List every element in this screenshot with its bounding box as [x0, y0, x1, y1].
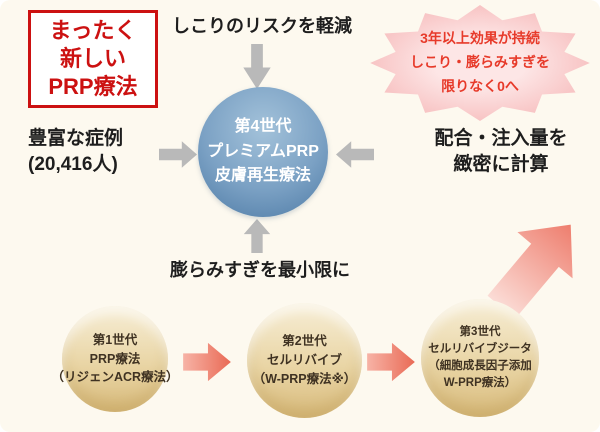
- starburst-line-1: 3年以上効果が持続: [420, 30, 540, 47]
- center-circle-premium-prp: 第4世代 プレミアムPRP 皮膚再生療法: [198, 87, 328, 217]
- center-circle-line-3: 皮膚再生療法: [214, 167, 311, 185]
- gen3-line-2: セルリバイブジータ: [428, 342, 532, 355]
- gen1-line-3: （リジェンACR療法）: [51, 370, 179, 385]
- label-cases-line-1: 豊富な症例: [28, 128, 124, 149]
- starburst-text: 3年以上効果が持続 しこり・膨らみすぎを 限りなく0へ: [368, 2, 592, 124]
- badge-line-2: 新しい: [59, 46, 126, 72]
- gen3-circle: 第3世代 セルリバイブジータ （細胞成長因子添加 W-PRP療法）: [421, 299, 539, 417]
- badge-new-prp-therapy: まったく 新しい PRP療法: [28, 10, 158, 109]
- starburst-line-2: しこり・膨らみすぎを: [410, 54, 550, 71]
- arrow-left-icon: [336, 141, 374, 168]
- label-lump-risk: しこりのリスクを軽減: [172, 16, 352, 36]
- starburst-icon: [370, 5, 590, 121]
- gen2-line-3: （W-PRP療法※）: [252, 371, 357, 386]
- gen1-line-2: PRP療法: [89, 351, 141, 366]
- badge-line-3: PRP療法: [48, 74, 138, 100]
- gen3-line-4: W-PRP療法）: [443, 377, 517, 390]
- label-cases-line-2: (20,416人): [28, 153, 118, 175]
- label-calculation-line-2: 緻密に計算: [453, 153, 549, 175]
- gen1-to-gen2-arrow-icon: [183, 342, 231, 382]
- gen1-circle: 第1世代 PRP療法 （リジェンACR療法）: [51, 306, 179, 412]
- arrow-right-icon: [159, 141, 197, 168]
- gen2-line-2: セルリバイブ: [266, 353, 342, 368]
- gen1-line-1: 第1世代: [92, 332, 138, 347]
- gen3-line-1: 第3世代: [459, 325, 501, 338]
- badge-line-1: まったく: [49, 18, 137, 43]
- label-calculation: 配合・注入量を 緻密に計算: [420, 126, 582, 177]
- starburst-line-3: 限りなく0へ: [441, 77, 519, 94]
- gen3-line-3: （細胞成長因子添加: [428, 360, 532, 372]
- label-minimize-swelling: 膨らみすぎを最小限に: [170, 260, 350, 280]
- arrow-down-icon: [243, 44, 271, 89]
- center-circle-line-2: プレミアムPRP: [207, 142, 319, 160]
- gen2-to-gen3-arrow-icon: [367, 342, 415, 382]
- label-calculation-line-1: 配合・注入量を: [434, 128, 568, 149]
- arrow-up-icon: [243, 219, 271, 253]
- center-circle-line-1: 第4世代: [234, 117, 292, 135]
- label-cases: 豊富な症例 (20,416人): [28, 126, 123, 177]
- gen2-line-1: 第2世代: [282, 334, 327, 349]
- gen2-circle: 第2世代 セルリバイブ （W-PRP療法※）: [247, 303, 362, 418]
- starburst-badge: 3年以上効果が持続 しこり・膨らみすぎを 限りなく0へ: [368, 2, 592, 124]
- big-arrow-up-right-icon: [487, 224, 573, 319]
